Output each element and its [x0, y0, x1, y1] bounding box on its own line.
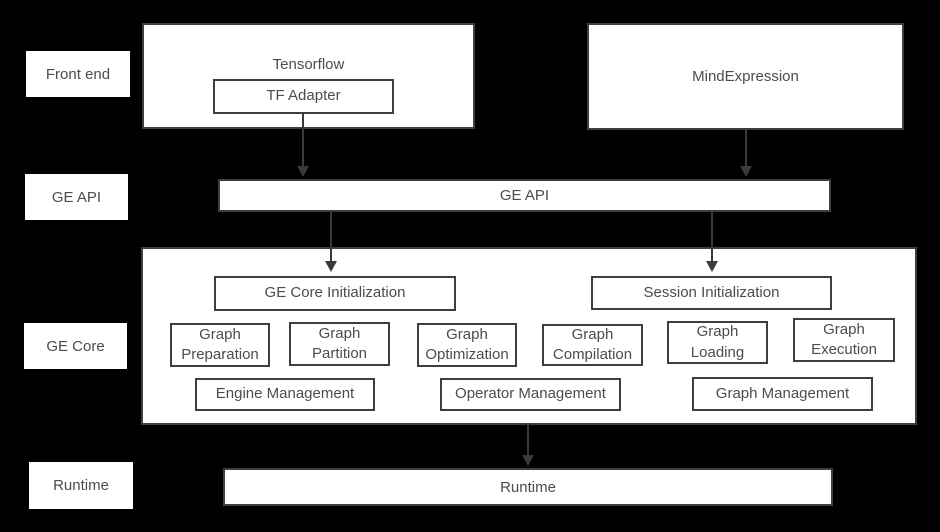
- runtime-bar: Runtime: [223, 468, 833, 506]
- stage-graph-preparation-box: Graph Preparation: [170, 323, 270, 367]
- arrow-head-icon: [706, 261, 718, 272]
- arrow-head-icon: [297, 166, 309, 177]
- arrow-shaft: [745, 130, 747, 168]
- stage-graph-optimization-box: Graph Optimization: [417, 323, 517, 367]
- operator-management-box: Operator Management: [440, 378, 621, 411]
- tensorflow-label: Tensorflow: [272, 56, 345, 73]
- stage-graph-loading-box: Graph Loading: [667, 321, 768, 364]
- arrow-ge-api-to-session-initialization: [706, 212, 718, 272]
- arrow-ge-core-to-runtime: [522, 425, 534, 466]
- tensorflow-box: Tensorflow TF Adapter: [142, 23, 475, 129]
- graph-management-box: Graph Management: [692, 377, 873, 411]
- arrow-tf-adapter-to-ge-api: [297, 114, 309, 177]
- arrow-head-icon: [522, 455, 534, 466]
- session-initialization-box: Session Initialization: [591, 276, 832, 310]
- ge-core-initialization-box: GE Core Initialization: [214, 276, 456, 311]
- stage-graph-compilation-box: Graph Compilation: [542, 324, 643, 366]
- layer-label-runtime: Runtime: [29, 462, 133, 509]
- ge-core-box: GE Core Initialization Session Initializ…: [141, 247, 917, 425]
- arrow-shaft: [330, 212, 332, 263]
- layer-label-ge-core: GE Core: [24, 323, 127, 369]
- arrow-shaft: [527, 425, 529, 457]
- layer-label-ge-api: GE API: [25, 174, 128, 220]
- mind-expression-box: MindExpression: [587, 23, 904, 130]
- stage-graph-partition-box: Graph Partition: [289, 322, 390, 366]
- stage-graph-execution-box: Graph Execution: [793, 318, 895, 362]
- ge-api-bar: GE API: [218, 179, 831, 212]
- arrow-shaft: [711, 212, 713, 263]
- arrow-ge-api-to-ge-core-initialization: [325, 212, 337, 272]
- arrow-head-icon: [740, 166, 752, 177]
- tf-adapter-box: TF Adapter: [213, 79, 394, 114]
- arrow-head-icon: [325, 261, 337, 272]
- mind-expression-label: MindExpression: [692, 68, 799, 85]
- layer-label-front-end: Front end: [26, 51, 130, 97]
- arrow-shaft: [302, 114, 304, 168]
- arrow-mind-expression-to-ge-api: [740, 130, 752, 177]
- engine-management-box: Engine Management: [195, 378, 375, 411]
